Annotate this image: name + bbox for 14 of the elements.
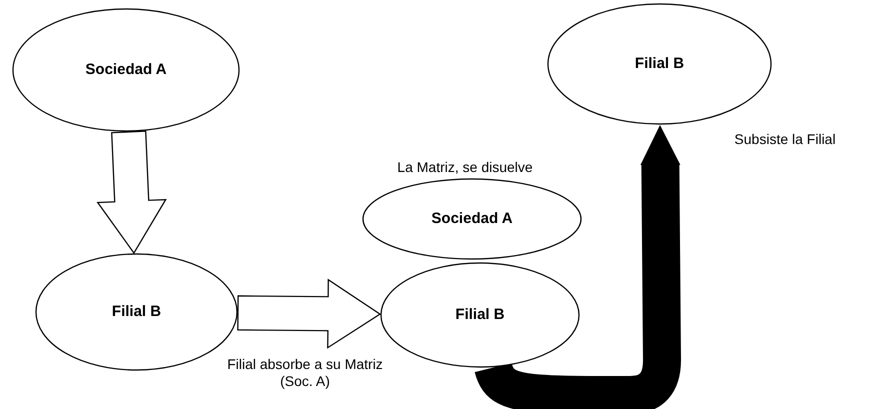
ellipse-node <box>12 8 240 132</box>
ellipse-node <box>547 3 772 125</box>
node-caption: La Matriz, se disuelve <box>396 159 534 176</box>
node-label: Filial B <box>112 302 162 322</box>
block-arrow <box>96 130 167 254</box>
ellipse-node <box>380 262 580 368</box>
node-caption: Subsiste la Filial <box>733 131 837 148</box>
thick-curved-arrow <box>475 125 681 409</box>
node-label: Filial B <box>455 305 505 325</box>
node-label: Filial B <box>634 54 684 74</box>
ellipse-node <box>362 178 582 260</box>
node-label: Sociedad A <box>85 60 167 80</box>
block-arrow <box>237 278 382 349</box>
node-label: Sociedad A <box>431 209 513 229</box>
